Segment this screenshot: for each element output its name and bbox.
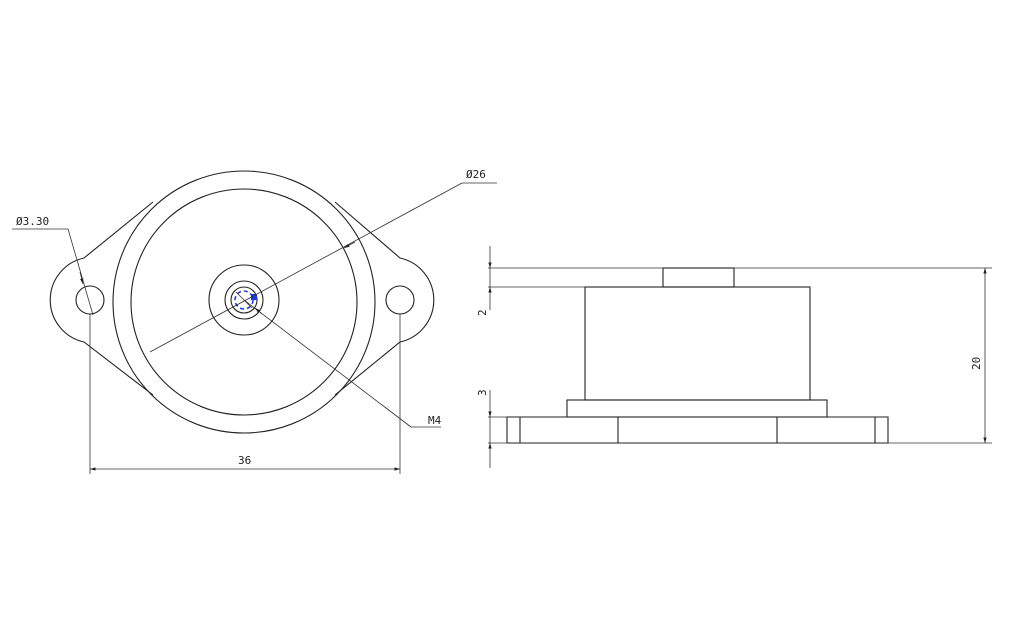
top-boss bbox=[662, 267, 735, 288]
boss-outer-circle bbox=[208, 264, 280, 336]
total-height-label: 20 bbox=[970, 357, 983, 370]
right-mounting-hole bbox=[385, 285, 415, 315]
flange-outline bbox=[49, 201, 435, 396]
thread-label: M4 bbox=[428, 414, 442, 427]
hole-spacing-dimension: 36 bbox=[89, 314, 401, 474]
diameter-26-label: Ø26 bbox=[466, 168, 486, 181]
base-step-label: 3 bbox=[476, 389, 489, 396]
side-view: 2 3 20 bbox=[476, 246, 992, 468]
hole-spacing-label: 36 bbox=[238, 454, 251, 467]
base-plate bbox=[506, 416, 889, 444]
top-step-dimension: 2 bbox=[476, 246, 663, 316]
left-mounting-hole bbox=[75, 285, 105, 315]
boss-inner-circle bbox=[224, 280, 264, 320]
thread-callout: M4 bbox=[243, 299, 442, 428]
diameter-26-callout: Ø26 bbox=[149, 168, 497, 353]
center-mark bbox=[234, 290, 257, 310]
outer-body-circle bbox=[112, 170, 376, 434]
top-view: Ø26 Ø3.30 M4 36 bbox=[12, 168, 497, 474]
base-step-dimension: 3 bbox=[476, 389, 507, 468]
hole-diameter-label: Ø3.30 bbox=[16, 215, 49, 228]
total-height-dimension: 20 bbox=[734, 267, 992, 444]
base-step bbox=[566, 399, 828, 418]
main-body bbox=[584, 286, 811, 401]
top-step-label: 2 bbox=[476, 309, 489, 316]
inner-body-circle bbox=[130, 188, 358, 416]
hole-diameter-callout: Ø3.30 bbox=[12, 215, 94, 316]
